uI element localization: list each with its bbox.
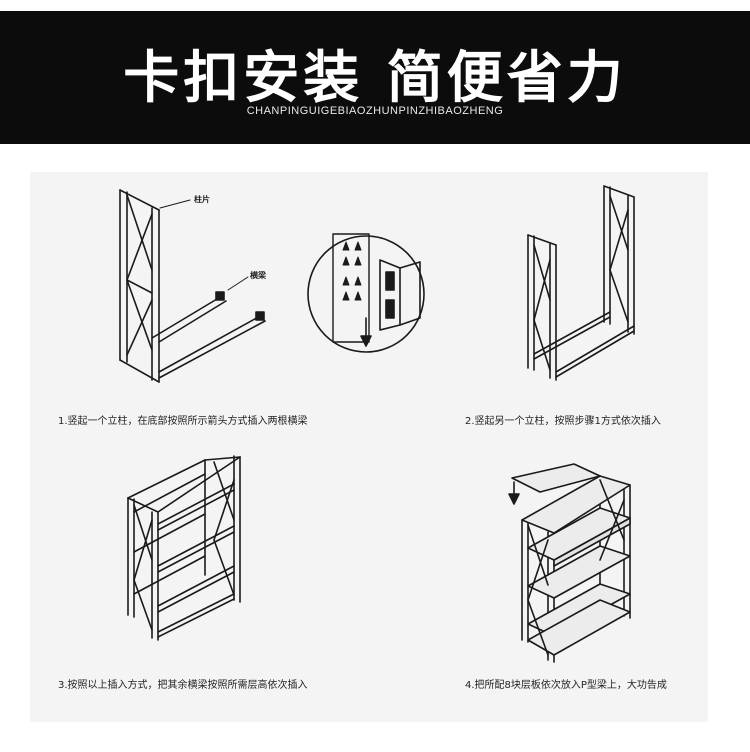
step3-frame-illustration	[127, 455, 241, 641]
banner-title: 卡扣安装 简便省力	[123, 46, 627, 111]
label-beam: 横梁	[250, 271, 266, 280]
step2-caption: 2.竖起另一个立柱，按照步骤1方式依次插入	[465, 416, 661, 427]
label-post: 柱片	[194, 195, 210, 204]
step1-clip-detail	[307, 233, 425, 353]
banner-subtitle: CHANPINGUIGEBIAOZHUNPINZHIBAOZHENG	[246, 105, 504, 117]
step4-frame-illustration	[508, 463, 631, 663]
step1-frame-illustration	[119, 189, 266, 383]
step4-caption: 4.把所配8块层板依次放入P型梁上，大功告成	[465, 680, 667, 691]
step1-caption: 1.竖起一个立柱，在底部按照所示箭头方式插入两根横梁	[58, 416, 308, 427]
step3-caption: 3.按照以上插入方式，把其余横梁按照所需层高依次插入	[58, 680, 308, 691]
step2-frame-illustration	[527, 185, 635, 381]
header-banner: 卡扣安装 简便省力 CHANPINGUIGEBIAOZHUNPINZHIBAOZ…	[0, 11, 750, 144]
